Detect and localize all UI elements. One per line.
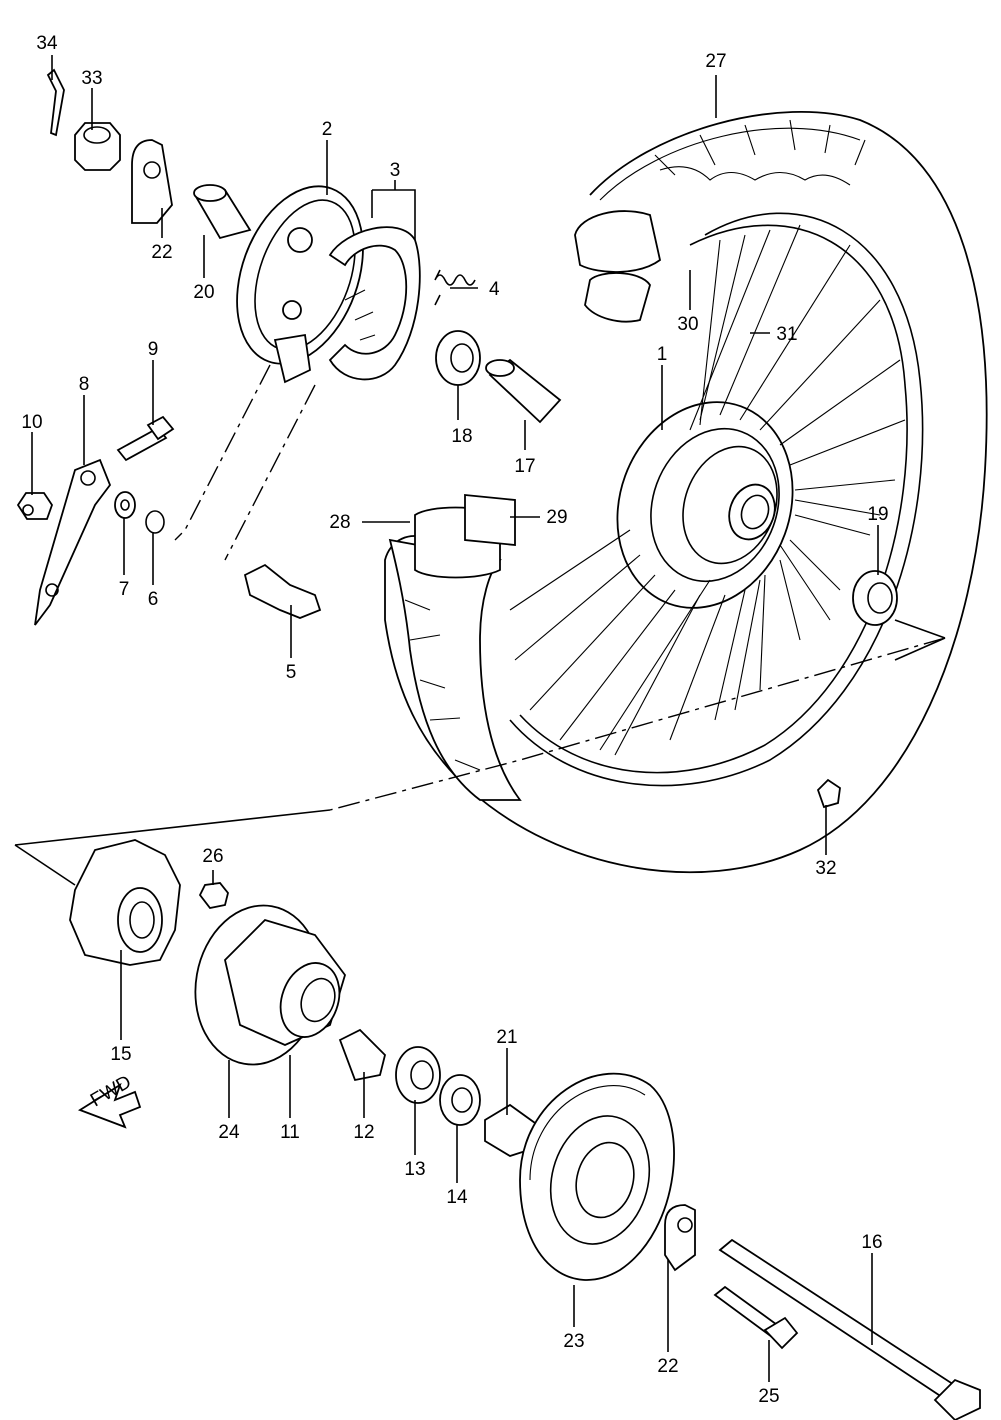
callout-13: 13 (404, 1159, 425, 1180)
callout-8: 8 (79, 374, 90, 395)
callout-leaders (31, 55, 879, 1382)
callout-20: 20 (193, 282, 214, 303)
callout-2: 2 (322, 119, 333, 140)
callout-21: 21 (496, 1027, 517, 1048)
brake-arm-hardware (16, 364, 322, 626)
callout-16: 16 (861, 1232, 882, 1253)
callout-23: 23 (563, 1331, 584, 1352)
callout-34: 34 (36, 33, 58, 54)
callout-33: 33 (81, 68, 102, 89)
callout-17: 17 (514, 456, 535, 477)
callout-25: 25 (758, 1386, 779, 1407)
callout-24: 24 (218, 1122, 240, 1143)
callout-19: 19 (867, 504, 888, 525)
callout-30: 30 (677, 314, 698, 335)
callout-18: 18 (451, 426, 472, 447)
callout-10: 10 (21, 412, 42, 433)
callout-1: 1 (657, 344, 668, 365)
callout-31: 31 (776, 324, 797, 345)
callout-6: 6 (148, 589, 159, 610)
callout-labels: 1 2 3 4 5 6 7 8 9 10 11 12 13 14 15 16 1… (21, 33, 888, 1407)
callout-14: 14 (446, 1187, 468, 1208)
assembly-guide-lines (14, 619, 946, 886)
callout-15: 15 (110, 1044, 131, 1065)
callout-27: 27 (705, 51, 726, 72)
callout-4: 4 (489, 279, 500, 300)
brake-panel-assembly (236, 185, 476, 384)
callout-3: 3 (390, 160, 401, 181)
top-left-hardware (46, 68, 562, 424)
callout-22-bottom: 22 (657, 1356, 678, 1377)
callout-28: 28 (329, 512, 350, 533)
callout-29: 29 (546, 507, 567, 528)
wheel-assembly (384, 110, 988, 874)
callout-22-top: 22 (151, 242, 172, 263)
lower-assembly: FWD (69, 839, 981, 1420)
callout-11: 11 (280, 1122, 300, 1143)
callout-9: 9 (148, 339, 159, 360)
callout-5: 5 (286, 662, 297, 683)
callout-32: 32 (815, 858, 836, 879)
callout-12: 12 (353, 1122, 374, 1143)
callout-26: 26 (202, 846, 223, 867)
callout-7: 7 (119, 579, 130, 600)
